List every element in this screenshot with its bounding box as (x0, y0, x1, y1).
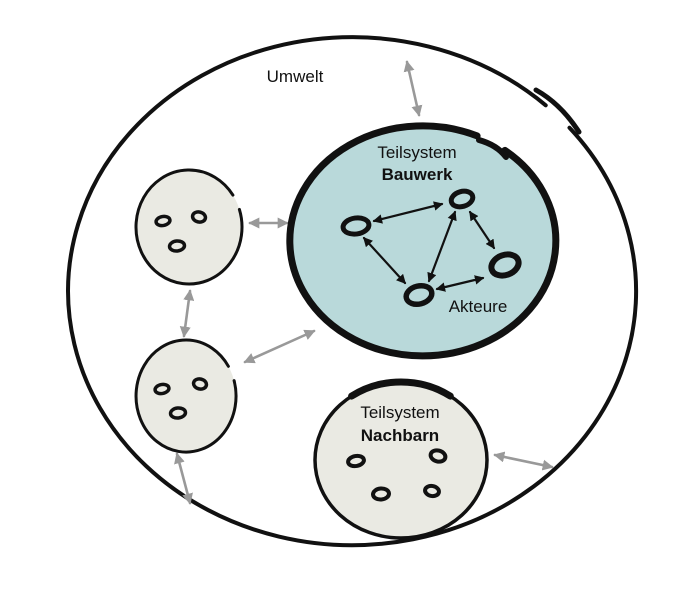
member-dot (168, 406, 188, 420)
arrow-umwelt-bauwerk (403, 60, 423, 117)
member-dot (423, 483, 441, 499)
nachbarn-circle-fill (315, 382, 487, 538)
nachbarn-label-line1: Teilsystem (360, 403, 439, 422)
nachbarn-outline-detail (348, 378, 454, 400)
subsystem-circle-outline (134, 168, 244, 286)
arrow-subsystem-bottomleft-umwelt (174, 452, 193, 505)
subsystem-circle-fill (136, 170, 242, 284)
actor-arrow (435, 275, 485, 292)
actor-arrow (427, 210, 457, 283)
bauwerk-outline-detail (476, 137, 509, 160)
akteure-label: Akteure (449, 297, 508, 316)
actor-node (448, 188, 476, 210)
member-dot (167, 239, 187, 253)
subsystem-nachbarn: Teilsystem Nachbarn (313, 378, 489, 540)
umwelt-label: Umwelt (267, 67, 324, 86)
member-dot (191, 377, 209, 391)
actor-arrow (372, 201, 444, 224)
actor-node (488, 251, 522, 279)
subsystem-bauwerk: Teilsystem Bauwerk Akteure (286, 122, 560, 360)
subsystem-unlabeled-bottom-left (134, 338, 238, 454)
subsystem-circle-fill (136, 340, 236, 452)
umwelt-boundary-stroke-detail (533, 87, 582, 135)
bauwerk-label-line2: Bauwerk (382, 165, 453, 184)
actor-node (340, 215, 372, 237)
member-dot (153, 382, 171, 396)
arrow-nachbarn-umwelt (493, 451, 554, 471)
subsystem-circle-outline (134, 338, 238, 454)
member-dot (371, 486, 391, 502)
actor-arrow (468, 210, 496, 250)
actor-node (403, 282, 435, 308)
nachbarn-label-line2: Nachbarn (361, 426, 439, 445)
umwelt-boundary (66, 35, 639, 548)
bauwerk-circle-fill (290, 126, 556, 356)
bauwerk-label-line1: Teilsystem (377, 143, 456, 162)
subsystem-unlabeled-top-left (134, 168, 244, 286)
arrow-subsystem-bottomleft-bauwerk (243, 329, 316, 364)
member-dot (428, 448, 448, 464)
bauwerk-circle-outline (286, 122, 560, 360)
actor-arrow (362, 236, 407, 285)
arrow-subsystem-topleft-bottomleft (179, 289, 195, 338)
member-dot (346, 453, 366, 469)
member-dot (154, 214, 172, 228)
member-dot (190, 210, 208, 224)
